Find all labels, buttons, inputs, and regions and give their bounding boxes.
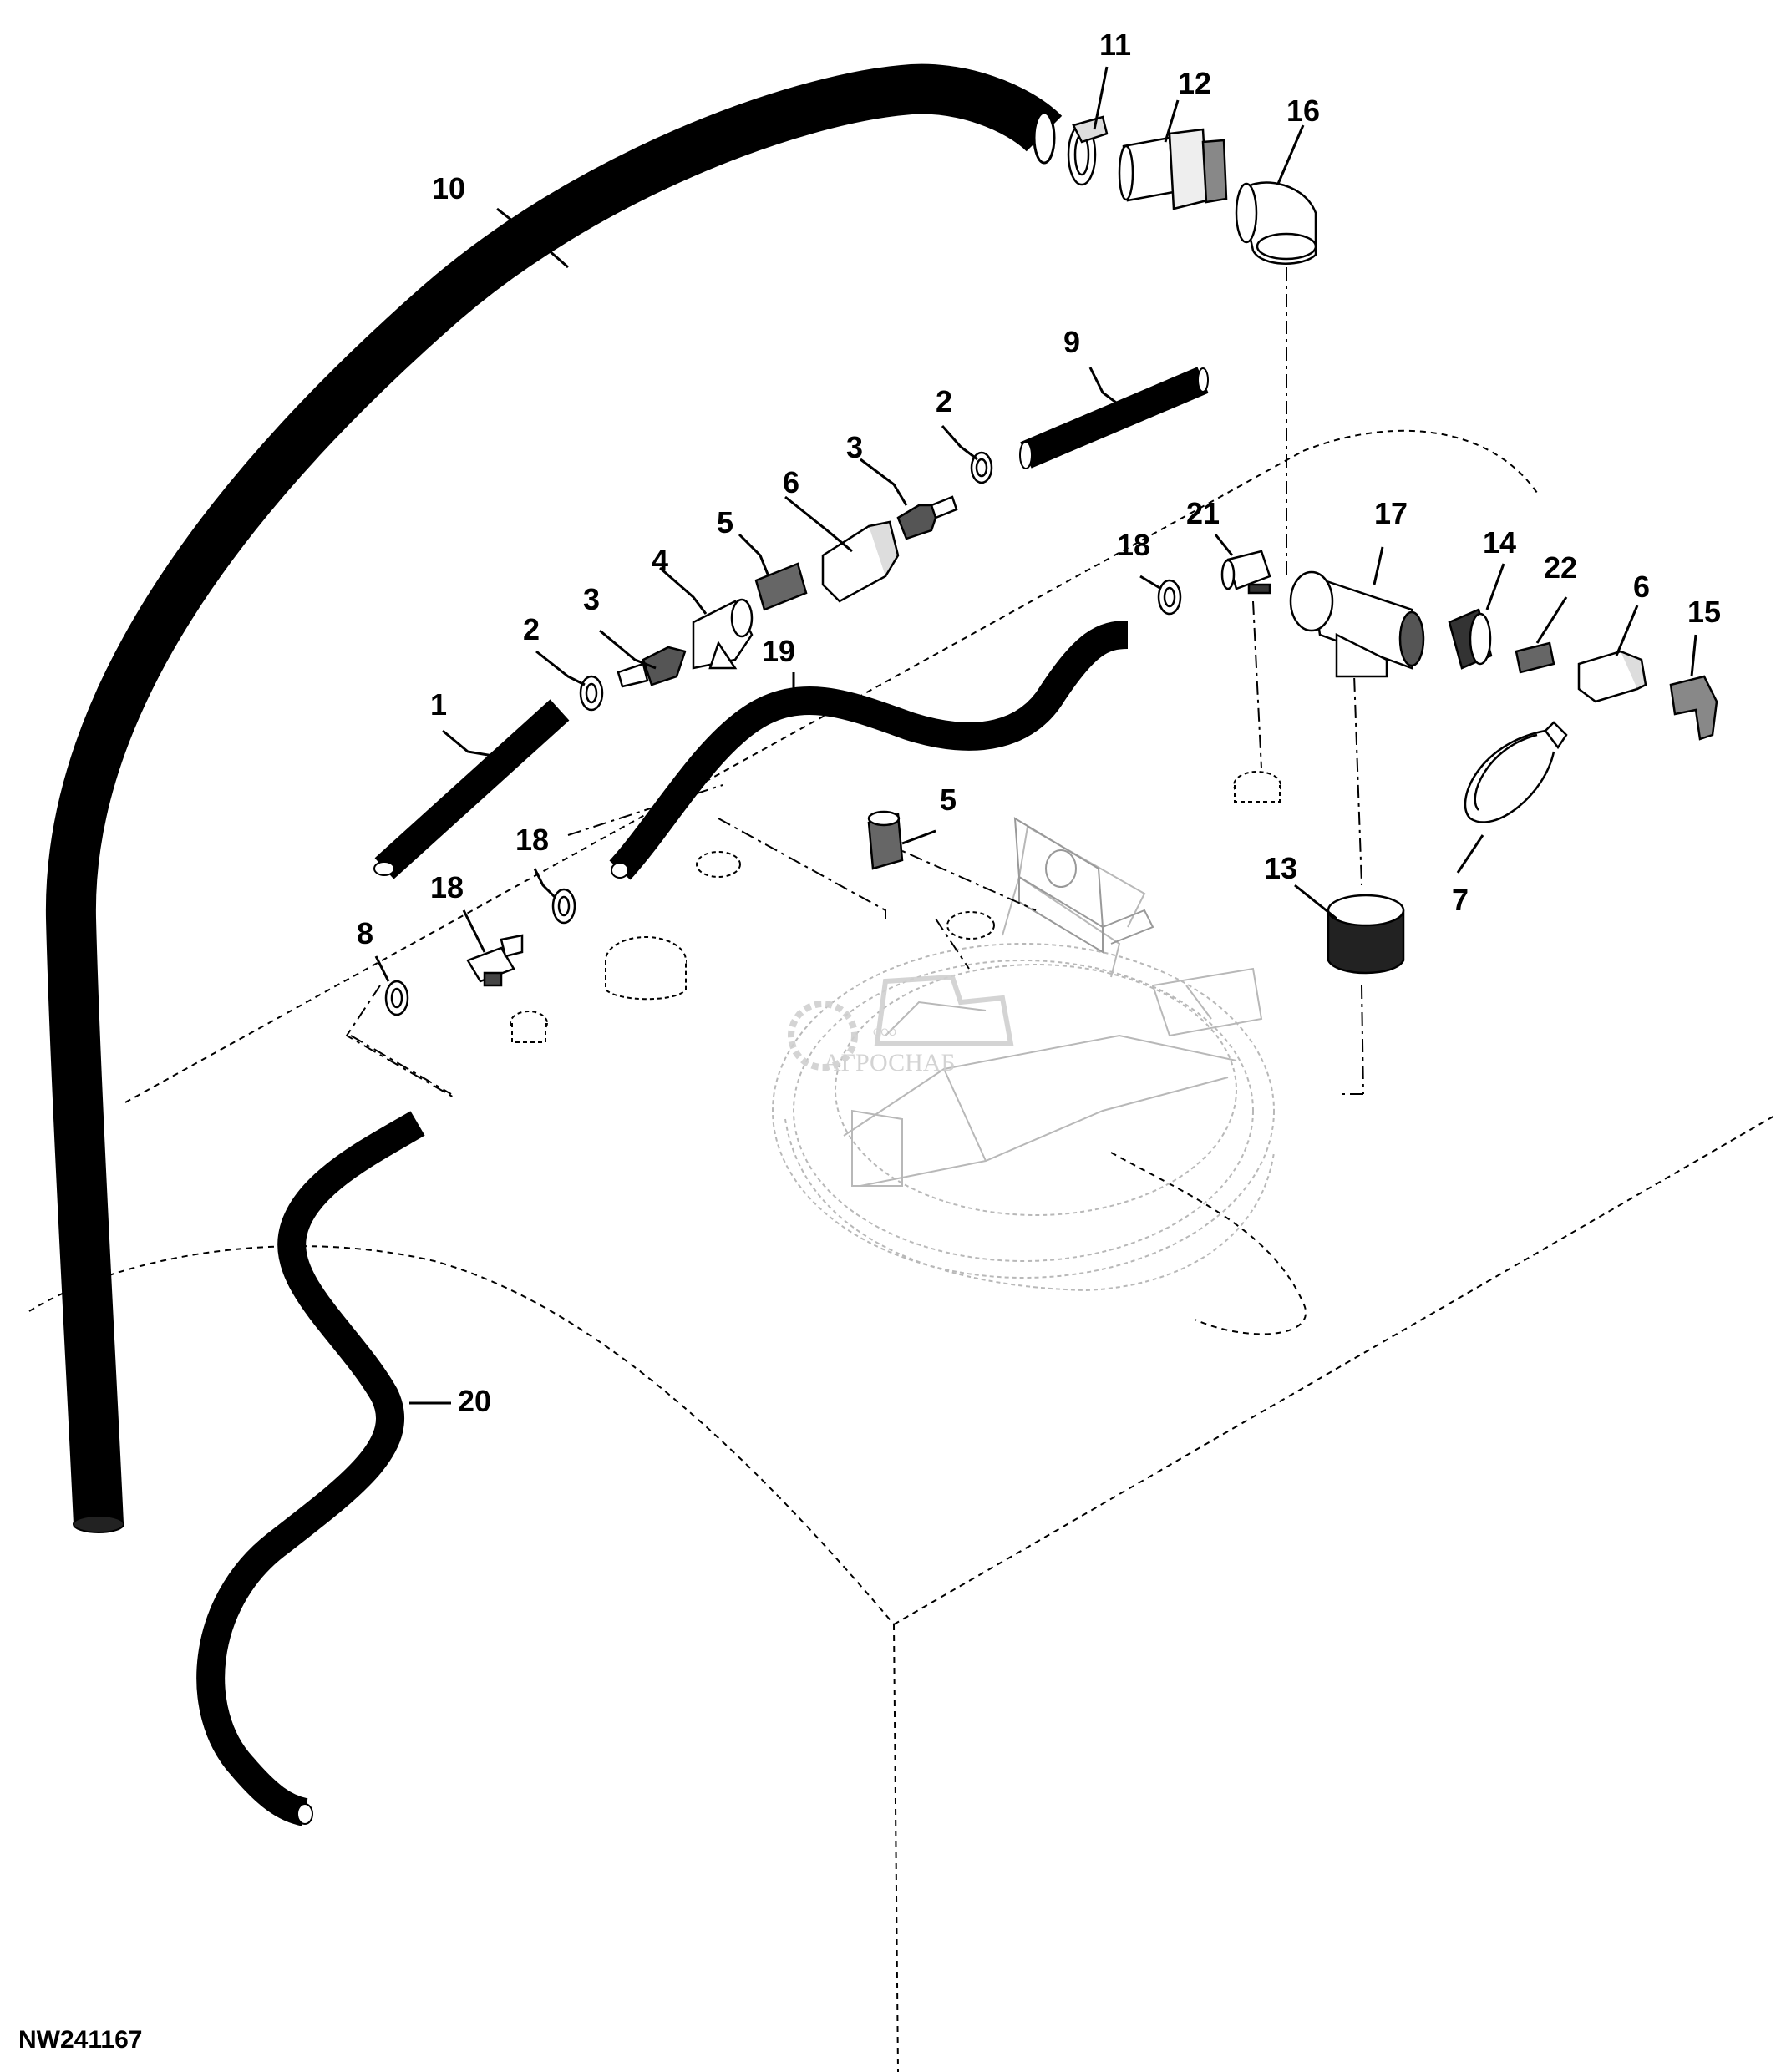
- fittings: [384, 115, 1718, 1016]
- elbow-14: [1669, 675, 1718, 741]
- callout-1: 1: [430, 687, 447, 722]
- callout-5-lower: 5: [940, 783, 957, 817]
- nipple-22: [1515, 641, 1555, 674]
- nipple-5-lower: [867, 810, 904, 870]
- barb-11: [1118, 128, 1228, 210]
- tank-outline: [28, 429, 1776, 2072]
- callout-6-right: 6: [1633, 570, 1650, 604]
- strap-7: [1464, 721, 1568, 823]
- barb-3-lower: [617, 646, 687, 688]
- watermark-logo: ООО АГРОСНАБ: [788, 974, 1014, 1077]
- leader-lines: [374, 66, 1697, 1405]
- hoses: [45, 63, 1209, 1826]
- hose-8: [1020, 367, 1209, 469]
- callout-3-lower: 3: [583, 582, 600, 616]
- callout-18-right: 18: [1117, 528, 1150, 562]
- watermark-prefix: ООО: [873, 1026, 896, 1038]
- callout-13: 14: [1483, 525, 1516, 560]
- callout-2-upper: 2: [936, 384, 952, 418]
- barb-3-upper: [896, 495, 958, 540]
- callout-15: 16: [1286, 94, 1320, 128]
- hose-19: [609, 621, 1129, 880]
- callout-21: 21: [1186, 496, 1220, 530]
- callout-14: 15: [1687, 595, 1721, 629]
- assembly-lines: [345, 267, 1364, 1099]
- clamp-2-lower: [579, 675, 604, 712]
- callout-7: 7: [1452, 883, 1469, 917]
- callout-12: 13: [1264, 851, 1297, 885]
- clamp-18-mid: [551, 888, 576, 925]
- elbow-15: [1235, 181, 1317, 265]
- plug-12: [1327, 894, 1405, 975]
- callout-8: 9: [1063, 325, 1080, 359]
- callout-5-upper: 5: [717, 505, 733, 540]
- callout-numbers: 11 12 16 10 9 2 3 6 5 4 3 2 19 1 18 21 1…: [357, 28, 1721, 1418]
- callout-20: 20: [458, 1384, 491, 1418]
- callout-18-mid: 18: [515, 823, 549, 857]
- callout-19: 19: [762, 634, 795, 668]
- clamp-18-right: [1157, 579, 1182, 616]
- callout-18-left: 8: [357, 916, 373, 950]
- callout-6-upper: 6: [783, 465, 799, 499]
- tee-4: [692, 598, 754, 670]
- ghost-fittings: [510, 771, 1281, 1043]
- tee-16: [1289, 570, 1425, 678]
- callout-16: 17: [1374, 496, 1408, 530]
- clamp-10: [1067, 115, 1109, 186]
- coupler-6-right: [1577, 650, 1647, 703]
- clamp-18-left: [384, 980, 409, 1016]
- hose-20: [196, 1111, 425, 1826]
- watermark-brand: АГРОСНАБ: [823, 1049, 956, 1077]
- callout-10: 11: [1099, 28, 1131, 62]
- mounting-bracket: [1013, 817, 1154, 954]
- callout-2-lower: 2: [523, 612, 540, 646]
- tee-17: [466, 934, 524, 987]
- hose-1: [374, 699, 570, 879]
- hose-9: [45, 63, 1063, 1526]
- callout-22: 22: [1544, 550, 1577, 585]
- callout-17: 18: [430, 870, 464, 904]
- callout-3-upper: 3: [846, 430, 863, 464]
- callout-4: 4: [652, 543, 668, 577]
- coupler-6-upper: [821, 520, 900, 603]
- callout-11: 12: [1178, 66, 1211, 100]
- hose-9-end: [73, 1515, 124, 1533]
- callout-9: 10: [432, 171, 465, 205]
- elbow-21: [1220, 550, 1271, 595]
- nipple-5-upper: [754, 562, 808, 611]
- figure-reference-code: NW241167: [18, 2026, 143, 2054]
- bushing-13: [1448, 608, 1493, 670]
